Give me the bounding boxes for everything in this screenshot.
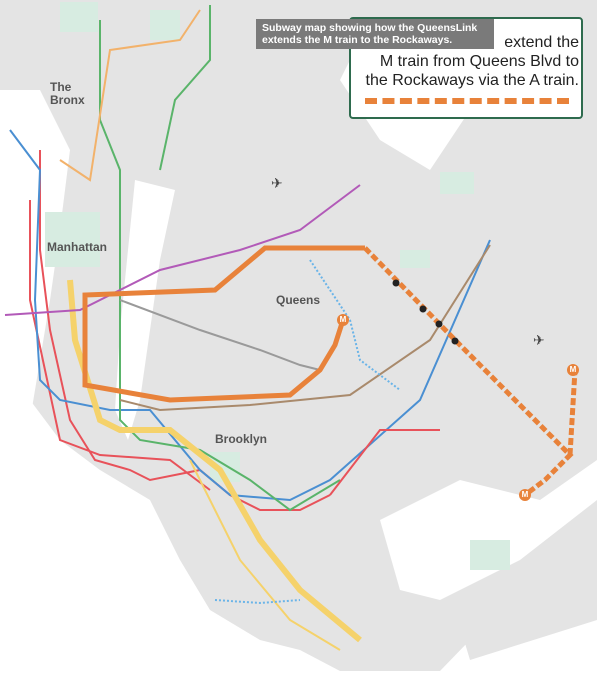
legend-text: extend the M train from Queens Blvd to t…	[351, 33, 579, 90]
rockaway-spur	[567, 369, 578, 456]
station-dot	[451, 337, 459, 345]
station-dot	[419, 305, 427, 313]
queens-label: Queens	[276, 293, 321, 307]
park-flushing	[440, 172, 474, 194]
line-purple	[4, 184, 361, 316]
legend-dashed-line	[365, 98, 569, 104]
image-tooltip: Subway map showing how the QueensLink ex…	[256, 19, 494, 49]
water-jamaica-bay	[380, 460, 597, 600]
airplane-icon: ✈	[271, 176, 283, 192]
m-train-route	[82, 245, 365, 403]
m-terminus-marker-forest-hills: M	[337, 314, 349, 326]
legend-line-1: extend the	[504, 34, 579, 51]
line-red-east	[329, 429, 440, 496]
water-hudson	[0, 90, 70, 430]
land-rockaway	[440, 500, 597, 660]
line-red	[39, 150, 331, 511]
park-bronx-zoo	[150, 10, 180, 40]
line-blue	[9, 129, 491, 502]
line-green-2	[159, 5, 211, 171]
line-lightblue-dotted-2	[214, 599, 301, 605]
brooklyn-label: Brooklyn	[215, 432, 268, 446]
park-van-cortlandt	[60, 2, 98, 32]
legend-line-2: M train from Queens Blvd to	[379, 53, 579, 70]
line-yellow-2	[189, 459, 341, 651]
airplane-icon: ✈	[533, 333, 545, 349]
legend-line-3: the Rockaways via the A train.	[365, 72, 579, 89]
line-lightblue-dotted	[309, 259, 401, 391]
station-dot	[435, 320, 443, 328]
bronx-label-line1: The	[50, 80, 72, 94]
line-red-2	[29, 200, 211, 491]
bronx-label-line2: Bronx	[50, 93, 85, 107]
m-terminus-marker-far-rockaway: M	[519, 489, 531, 501]
manhattan-label: Manhattan	[47, 240, 107, 254]
park-forest	[400, 250, 430, 268]
station-dot	[392, 279, 400, 287]
park-central	[45, 212, 100, 267]
line-green	[99, 20, 341, 512]
m-terminus-marker-rockaway-park: M	[567, 364, 579, 376]
line-gray	[119, 299, 321, 371]
line-orange-thin	[59, 9, 201, 182]
park-jamaica	[470, 540, 510, 570]
